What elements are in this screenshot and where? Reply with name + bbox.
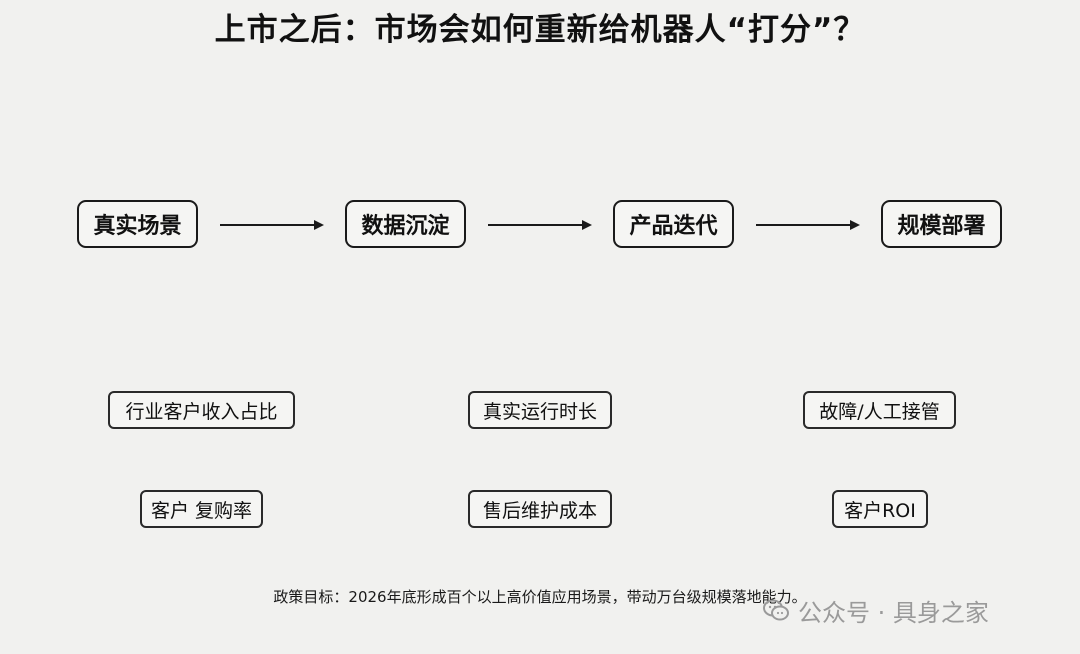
metric-maintenance-cost: 售后维护成本: [468, 490, 612, 528]
stage-product-iteration: 产品迭代: [613, 200, 734, 248]
watermark: 公众号 · 具身之家: [762, 590, 989, 630]
wechat-icon: [763, 599, 789, 621]
stage-data-accumulation: 数据沉淀: [345, 200, 466, 248]
stage-scale-deployment: 规模部署: [881, 200, 1002, 248]
watermark-text: 公众号 · 具身之家: [798, 598, 989, 627]
arrow-icon: [756, 220, 860, 230]
arrow-icon: [488, 220, 592, 230]
diagram-title: 上市之后：市场会如何重新给机器人“打分”？: [214, 12, 866, 48]
policy-note: 政策目标：2026年底形成百个以上高价值应用场景，带动万台级规模落地能力。: [273, 588, 807, 606]
metric-repurchase-rate: 客户 复购率: [140, 490, 263, 528]
metric-failure-takeover: 故障/人工接管: [803, 391, 956, 429]
stage-real-scenario: 真实场景: [77, 200, 198, 248]
metric-industry-revenue-share: 行业客户收入占比: [108, 391, 295, 429]
arrow-icon: [220, 220, 324, 230]
metric-customer-roi: 客户ROI: [832, 490, 928, 528]
metric-real-runtime: 真实运行时长: [468, 391, 612, 429]
